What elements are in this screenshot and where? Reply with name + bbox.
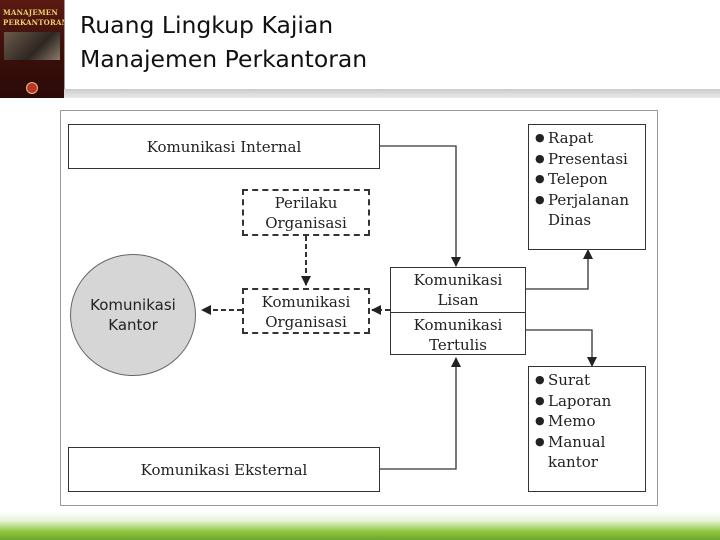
external-comm-label: Komunikasi Eksternal [140, 461, 308, 479]
written-channels-list: ● Surat ● Laporan ● Memo ● Manual kantor [528, 366, 646, 492]
book-cover-title: MANAJEMEN PERKANTORAN [3, 8, 64, 28]
bullet-icon: ● [535, 172, 545, 185]
oral-comm-line2: Lisan [437, 291, 479, 309]
oral-item-5: Dinas [548, 211, 592, 229]
bullet-icon: ● [535, 131, 545, 144]
header-rule [64, 89, 720, 98]
org-behavior-line2: Organisasi [265, 214, 347, 232]
org-comm-line1: Komunikasi [261, 293, 351, 311]
page-title-line1: Ruang Lingkup Kajian [80, 11, 334, 39]
bullet-icon: ● [535, 373, 545, 386]
arrow-internal-to-oral [380, 145, 461, 267]
arrow-written-to-list [526, 329, 597, 367]
bullet-icon: ● [535, 393, 545, 407]
bullet-icon: ● [535, 151, 545, 165]
arrow-oral-to-list [526, 249, 593, 290]
list-item: ● Surat [535, 370, 645, 391]
office-comm-circle: Komunikasi Kantor [70, 254, 196, 376]
book-cover-photo [4, 32, 60, 60]
bullet-icon: ● [535, 434, 545, 448]
list-item: ● Presentasi [535, 149, 645, 170]
page-title-line2: Manajemen Perkantoran [80, 45, 368, 73]
book-cover-title-line2: PERKANTORAN [3, 18, 65, 27]
book-cover-image: MANAJEMEN PERKANTORAN [0, 0, 65, 98]
internal-comm-label: Komunikasi Internal [146, 138, 302, 156]
oral-channels-list: ● Rapat ● Presentasi ● Telepon ● Perjala… [528, 124, 646, 250]
book-cover-title-line1: MANAJEMEN [3, 8, 58, 17]
list-item: ● Memo [535, 411, 645, 432]
arrow-external-to-written [380, 357, 461, 470]
office-comm-line1: Komunikasi [90, 296, 176, 314]
office-comm-line2: Kantor [108, 316, 158, 334]
oral-written-divider [390, 312, 526, 313]
internal-comm-box: Komunikasi Internal [68, 124, 380, 169]
bullet-icon: ● [535, 414, 545, 427]
oral-item-3: Telepon [548, 170, 608, 188]
oral-item-4: Perjalanan [548, 190, 630, 209]
footer-band [0, 512, 720, 540]
list-item: ● Telepon [535, 169, 645, 190]
list-item: ● Laporan [535, 391, 645, 412]
written-item-4: Manual [548, 432, 606, 451]
oral-item-1: Rapat [548, 129, 594, 147]
book-cover-seal [26, 82, 38, 94]
org-comm-line2: Organisasi [265, 313, 347, 331]
oral-written-box: Komunikasi Lisan Komunikasi Tertulis [390, 267, 526, 355]
page-title: Ruang Lingkup Kajian Manajemen Perkantor… [80, 8, 640, 76]
list-item: ● Manual [535, 432, 645, 453]
list-item: kantor [535, 452, 645, 473]
written-comm-line1: Komunikasi [413, 316, 503, 334]
written-item-1: Surat [548, 371, 591, 389]
written-item-3: Memo [548, 412, 596, 430]
list-item: Dinas [535, 210, 645, 231]
org-comm-box: Komunikasi Organisasi [242, 288, 370, 334]
written-item-5: kantor [548, 453, 598, 471]
org-behavior-box: Perilaku Organisasi [242, 189, 370, 236]
oral-comm-line1: Komunikasi [413, 271, 503, 289]
written-comm-line2: Tertulis [429, 336, 487, 354]
list-item: ● Perjalanan [535, 190, 645, 211]
list-item: ● Rapat [535, 128, 645, 149]
external-comm-box: Komunikasi Eksternal [68, 447, 380, 492]
oral-item-2: Presentasi [548, 149, 628, 168]
written-item-2: Laporan [548, 391, 612, 410]
bullet-icon: ● [535, 192, 545, 206]
org-behavior-line1: Perilaku [274, 194, 338, 212]
